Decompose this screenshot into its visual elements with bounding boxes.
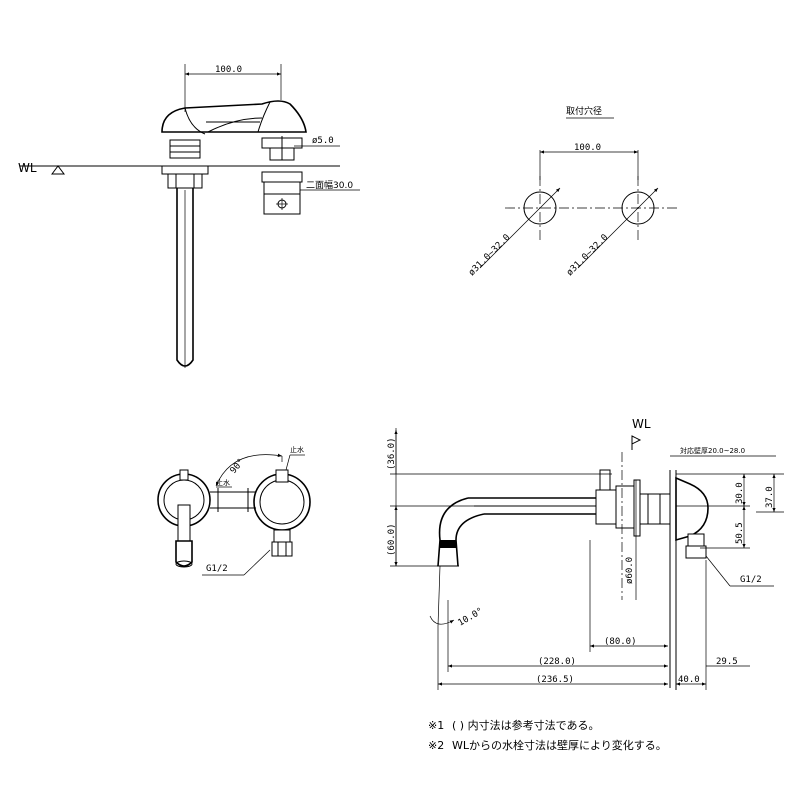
dim-60: (60.0)	[387, 523, 397, 556]
dim-30: 30.0	[735, 482, 745, 504]
dim-236: (236.5)	[536, 675, 574, 685]
side-angle: 10.0°	[457, 606, 485, 628]
dim-40: 40.0	[678, 675, 700, 685]
dim-228: (228.0)	[538, 657, 576, 667]
note-2-text: WLからの水栓寸法は壁厚により変化する。	[452, 739, 667, 752]
side-view: WL (36.0) (60.0) ø60.0 10.0° (80.0) (228…	[387, 417, 784, 690]
stop-label-right: 止水	[290, 445, 304, 454]
dim-80: (80.0)	[604, 637, 637, 647]
dim-36: (36.0)	[387, 437, 397, 470]
dim-60-dia: ø60.0	[625, 557, 635, 584]
note-2: ※2 WLからの水栓寸法は壁厚により変化する。	[428, 736, 667, 756]
top-view: 100.0 ø5.0 二面幅30.0	[18, 64, 360, 368]
dim-505: 50.5	[735, 522, 745, 544]
note-1-mark: ※1	[428, 719, 445, 732]
front-thread: G1/2	[206, 564, 228, 574]
front-angle: 90°	[229, 457, 247, 476]
dim-pitch-100: 100.0	[574, 143, 601, 153]
dim-width-100: 100.0	[215, 65, 242, 75]
hole-view: 取付穴径 100.0 ø31.0~32.0 ø31.0~32.0	[467, 105, 680, 278]
dim-nut-5: ø5.0	[312, 136, 334, 146]
front-view: 90° 止水 止水 G1/2	[157, 445, 311, 576]
wall-thickness: 対応壁厚20.0~28.0	[680, 446, 745, 455]
dim-295: 29.5	[716, 657, 738, 667]
hole-view-title: 取付穴径	[566, 105, 602, 117]
stop-label-left: 止水	[216, 478, 230, 487]
hole-left-dia: ø31.0~32.0	[467, 233, 512, 278]
hole-right-dia: ø31.0~32.0	[565, 233, 610, 278]
note-1: ※1 ( ) 内寸法は参考寸法である。	[428, 716, 667, 736]
dim-37: 37.0	[765, 486, 775, 508]
side-thread: G1/2	[740, 575, 762, 585]
notes: ※1 ( ) 内寸法は参考寸法である。 ※2 WLからの水栓寸法は壁厚により変化する…	[428, 716, 667, 756]
waterline-label-top: WL	[18, 161, 37, 175]
waterline-label-side: WL	[632, 417, 651, 431]
dim-flat-30: 二面幅30.0	[306, 179, 353, 191]
note-2-mark: ※2	[428, 739, 445, 752]
note-1-text: ( ) 内寸法は参考寸法である。	[452, 719, 600, 732]
